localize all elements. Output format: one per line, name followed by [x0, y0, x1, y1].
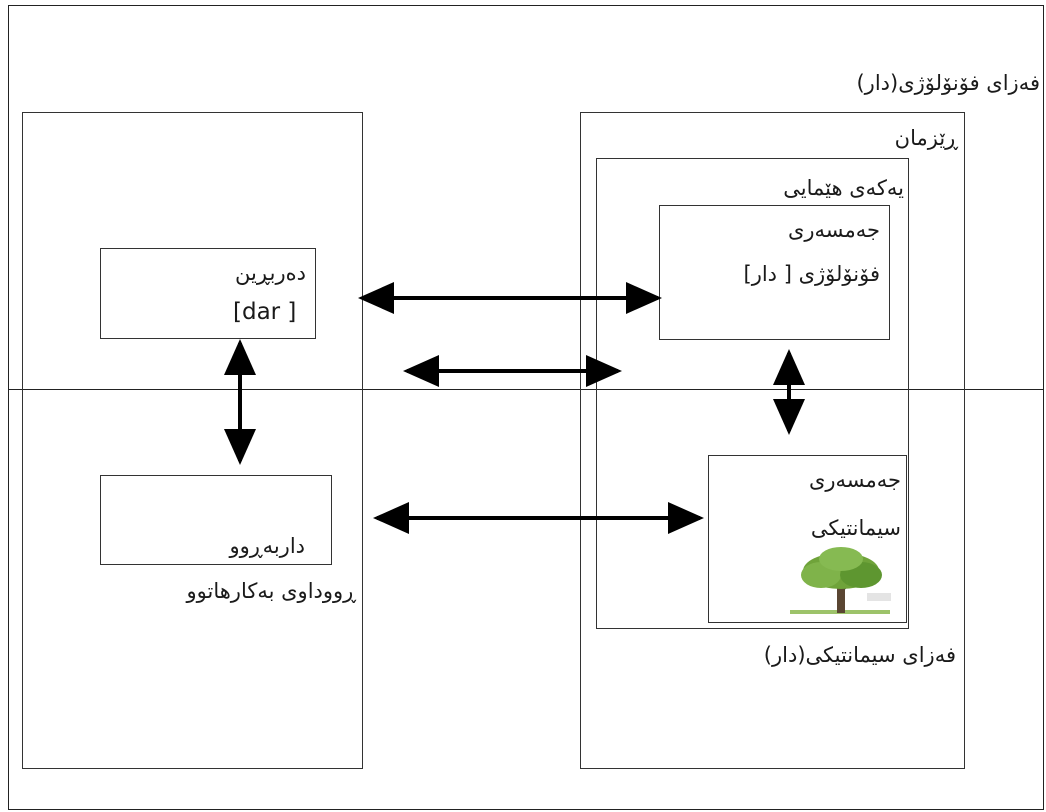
grammar-label: ڕێزمان	[894, 126, 958, 150]
expression-label: دەربڕین	[235, 261, 306, 285]
symbolic-unit-label: یەکەی هێمایی	[783, 176, 904, 200]
usage-value: داربەڕوو	[229, 534, 305, 558]
semantic-pole-box	[708, 455, 907, 623]
semantic-pole-line2: سیمانتیکی	[810, 516, 901, 540]
phonological-pole-box	[659, 205, 890, 340]
diagram-frame	[8, 5, 1044, 810]
space-divider-line	[8, 389, 1044, 390]
usage-event-box	[100, 475, 332, 565]
tree-icon	[790, 547, 891, 614]
usage-panel	[22, 112, 363, 769]
expression-value: [dar ]	[233, 299, 297, 325]
phonological-pole-line2: فۆنۆلۆژی [ دار]	[743, 262, 880, 286]
symbolic-unit-box	[596, 158, 909, 629]
grammar-panel	[580, 112, 965, 769]
expression-box	[100, 248, 316, 339]
usage-caption: ڕووداوی بەکارهاتوو	[186, 579, 357, 603]
semantic-space-label: فەزای سیمانتیکی(دار)	[763, 643, 956, 667]
phonological-space-label: فەزای فۆنۆلۆژی(دار)	[856, 71, 1040, 95]
semantic-pole-line1: جەمسەری	[808, 468, 901, 492]
phonological-pole-line1: جەمسەری	[787, 218, 880, 242]
